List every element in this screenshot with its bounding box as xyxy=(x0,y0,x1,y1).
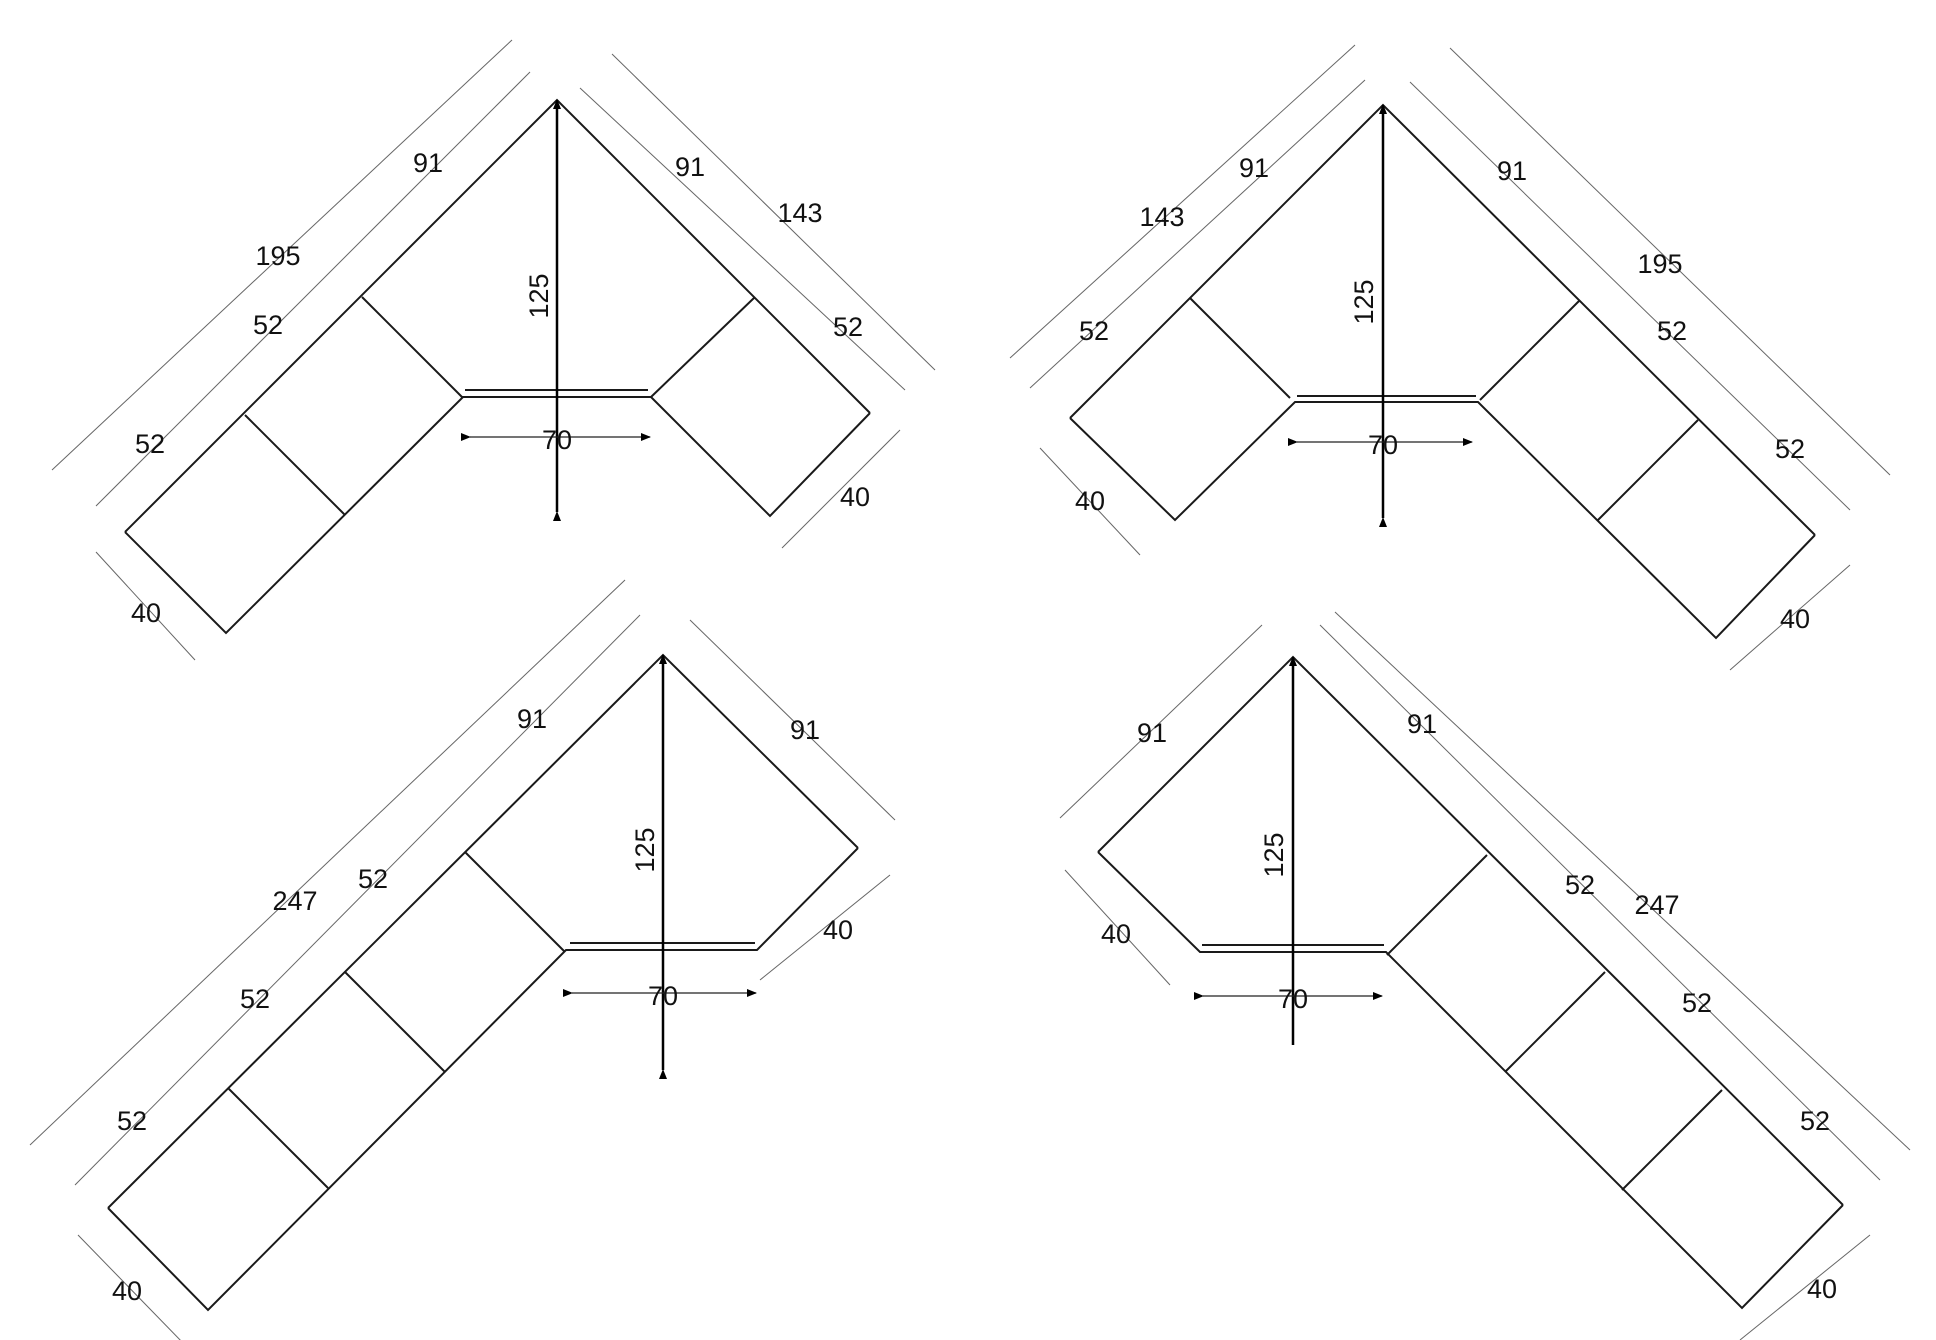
label-inner-unit-1: 52 xyxy=(1565,870,1595,900)
label-depth-right: 40 xyxy=(840,482,870,512)
label-depth-left: 40 xyxy=(1101,919,1131,949)
label-inner-unit-2: 52 xyxy=(1775,434,1805,464)
label-inner-corner: 91 xyxy=(790,715,820,745)
label-outer-overall: 247 xyxy=(272,886,317,916)
label-outer-corner: 91 xyxy=(1137,718,1167,748)
label-outer-unit-3: 52 xyxy=(117,1106,147,1136)
label-inner-corner: 91 xyxy=(1407,709,1437,739)
label-outer-unit-1: 52 xyxy=(1079,316,1109,346)
label-inner-overall: 247 xyxy=(1634,890,1679,920)
label-inner-overall: 195 xyxy=(1637,249,1682,279)
diagram-top-left: 195 91 52 52 91 143 52 40 40 70 125 xyxy=(51,39,936,661)
label-inner-unit-2: 52 xyxy=(1682,988,1712,1018)
label-depth-right: 40 xyxy=(1807,1274,1837,1304)
label-inner-unit-1: 52 xyxy=(1657,316,1687,346)
label-depth-left: 40 xyxy=(131,598,161,628)
label-outer-corner: 91 xyxy=(1239,153,1269,183)
label-inner-corner: 91 xyxy=(675,152,705,182)
cabinet-outline xyxy=(1069,103,1816,640)
dimension-lines xyxy=(29,579,896,1340)
label-outer-unit-2: 52 xyxy=(135,429,165,459)
label-inner-overall: 143 xyxy=(777,198,822,228)
label-depth-right: 40 xyxy=(1780,604,1810,634)
label-height: 125 xyxy=(1259,832,1289,877)
cabinet-outline xyxy=(124,98,871,635)
diagram-bottom-right: 91 91 247 52 52 52 40 40 70 125 xyxy=(1059,611,1911,1340)
label-depth-left: 40 xyxy=(1075,486,1105,516)
label-front: 70 xyxy=(1368,430,1398,460)
label-outer-corner: 91 xyxy=(517,704,547,734)
label-front: 70 xyxy=(648,981,678,1011)
label-height: 125 xyxy=(1349,279,1379,324)
label-outer-unit-1: 52 xyxy=(358,864,388,894)
label-outer-unit-1: 52 xyxy=(253,310,283,340)
cabinet-outline xyxy=(1097,655,1844,1310)
label-depth-left: 40 xyxy=(112,1276,142,1306)
label-height: 125 xyxy=(524,273,554,318)
diagram-bottom-left: 247 91 52 52 52 91 40 40 70 125 xyxy=(29,579,896,1340)
label-outer-overall: 143 xyxy=(1139,202,1184,232)
label-height: 125 xyxy=(630,827,660,872)
label-outer-unit-2: 52 xyxy=(240,984,270,1014)
label-inner-unit-1: 52 xyxy=(833,312,863,342)
diagram-top-right: 143 91 52 91 195 52 52 40 40 70 125 xyxy=(1009,44,1891,671)
label-inner-corner: 91 xyxy=(1497,156,1527,186)
label-front: 70 xyxy=(542,425,572,455)
label-outer-overall: 195 xyxy=(255,241,300,271)
label-front: 70 xyxy=(1278,984,1308,1014)
dimension-lines xyxy=(51,39,936,661)
dimension-lines xyxy=(1059,611,1911,1340)
dimension-lines xyxy=(1009,44,1891,671)
label-depth-right: 40 xyxy=(823,915,853,945)
cabinet-outline xyxy=(107,653,859,1312)
label-inner-unit-3: 52 xyxy=(1800,1106,1830,1136)
label-outer-corner: 91 xyxy=(413,148,443,178)
